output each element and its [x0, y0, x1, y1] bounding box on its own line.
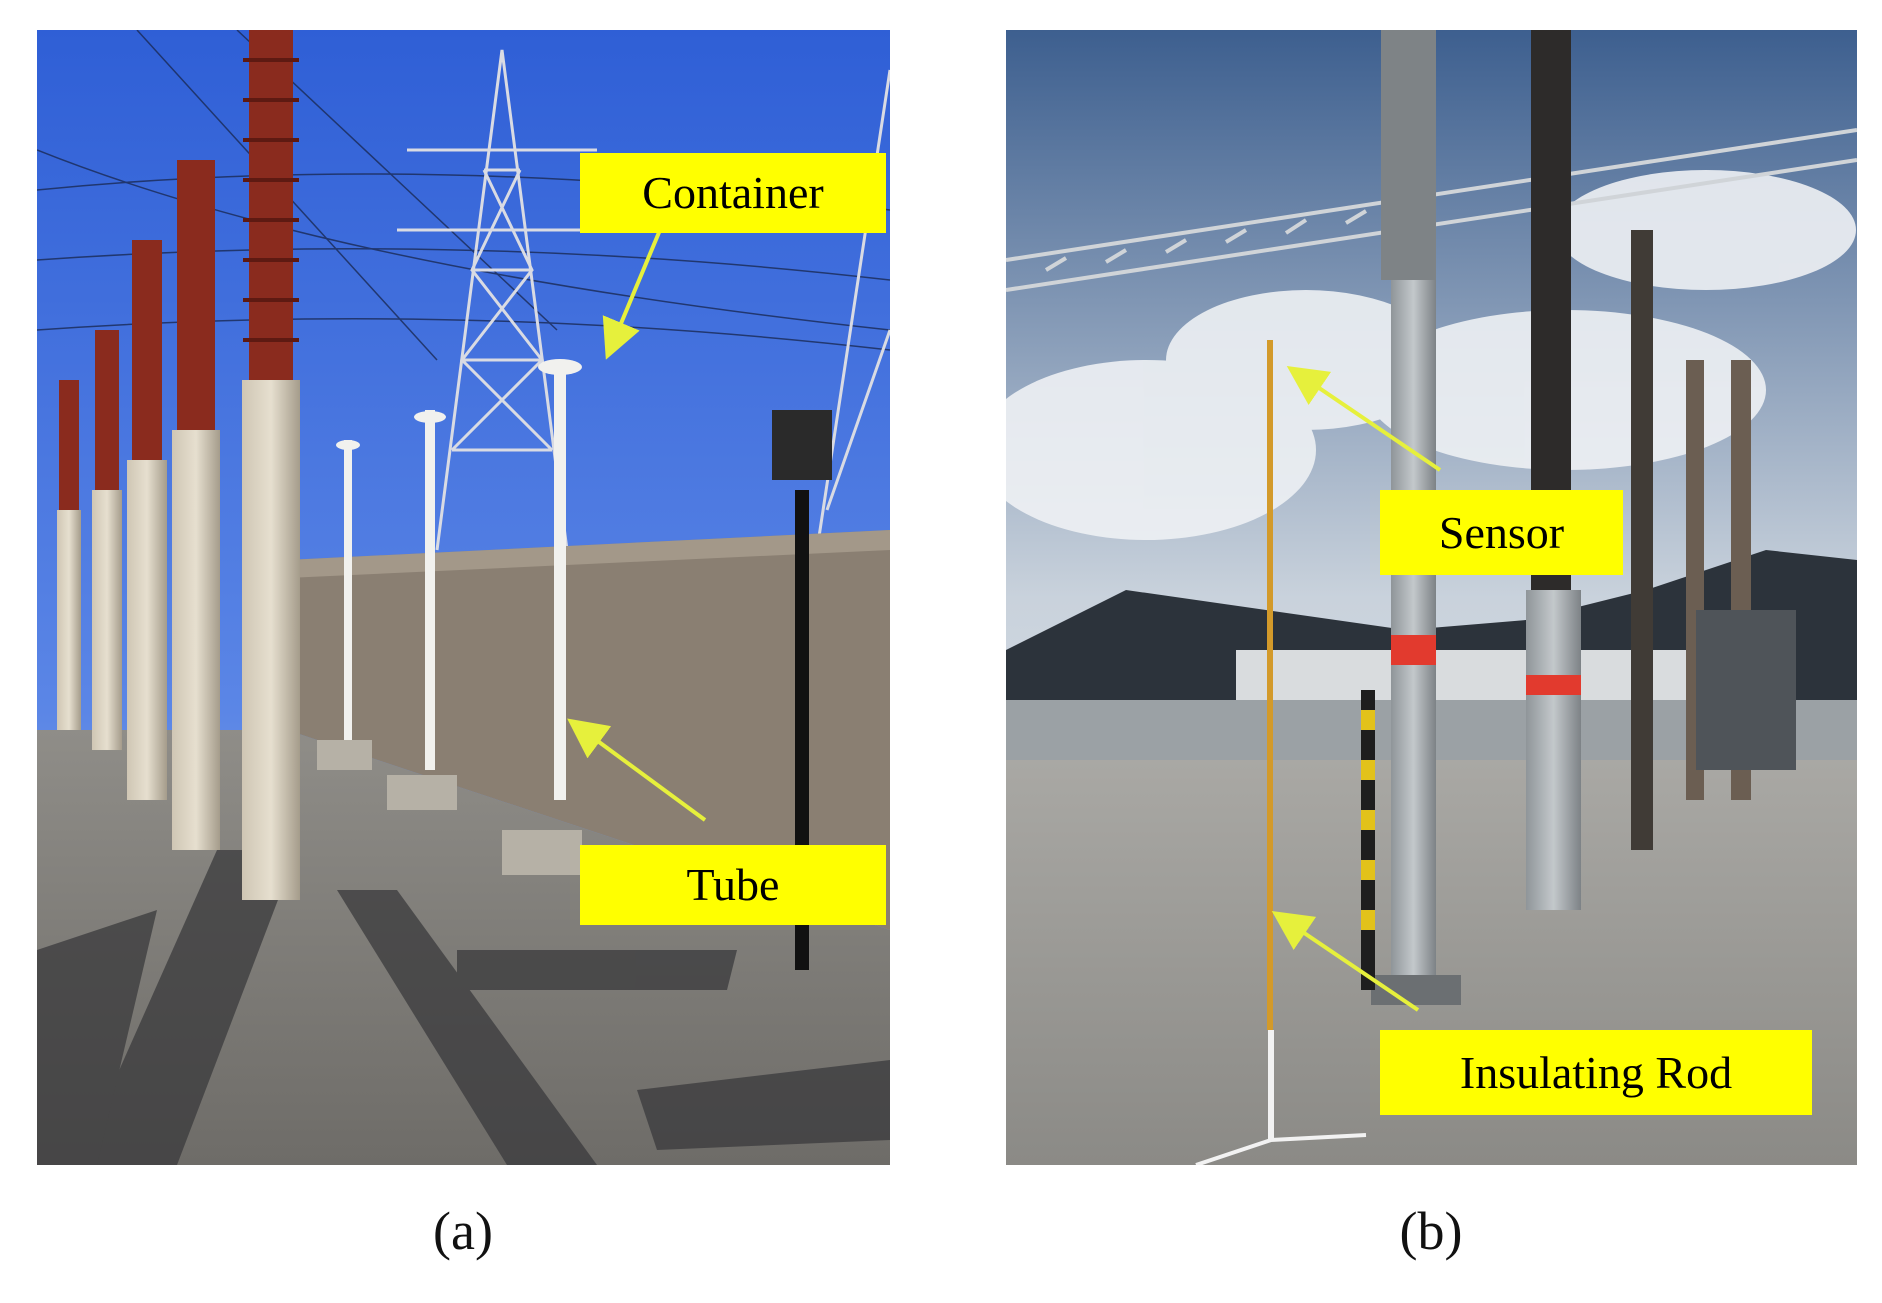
caption-a: (a) — [433, 1201, 493, 1261]
caption-b: (b) — [1399, 1201, 1463, 1261]
sensor-label: Sensor — [1380, 490, 1623, 575]
photo-panel-b — [1006, 30, 1857, 1165]
substation-photo-b — [1006, 30, 1857, 1165]
container-label: Container — [580, 153, 886, 233]
tube-label: Tube — [580, 845, 886, 925]
insulating-rod-label: Insulating Rod — [1380, 1030, 1812, 1115]
